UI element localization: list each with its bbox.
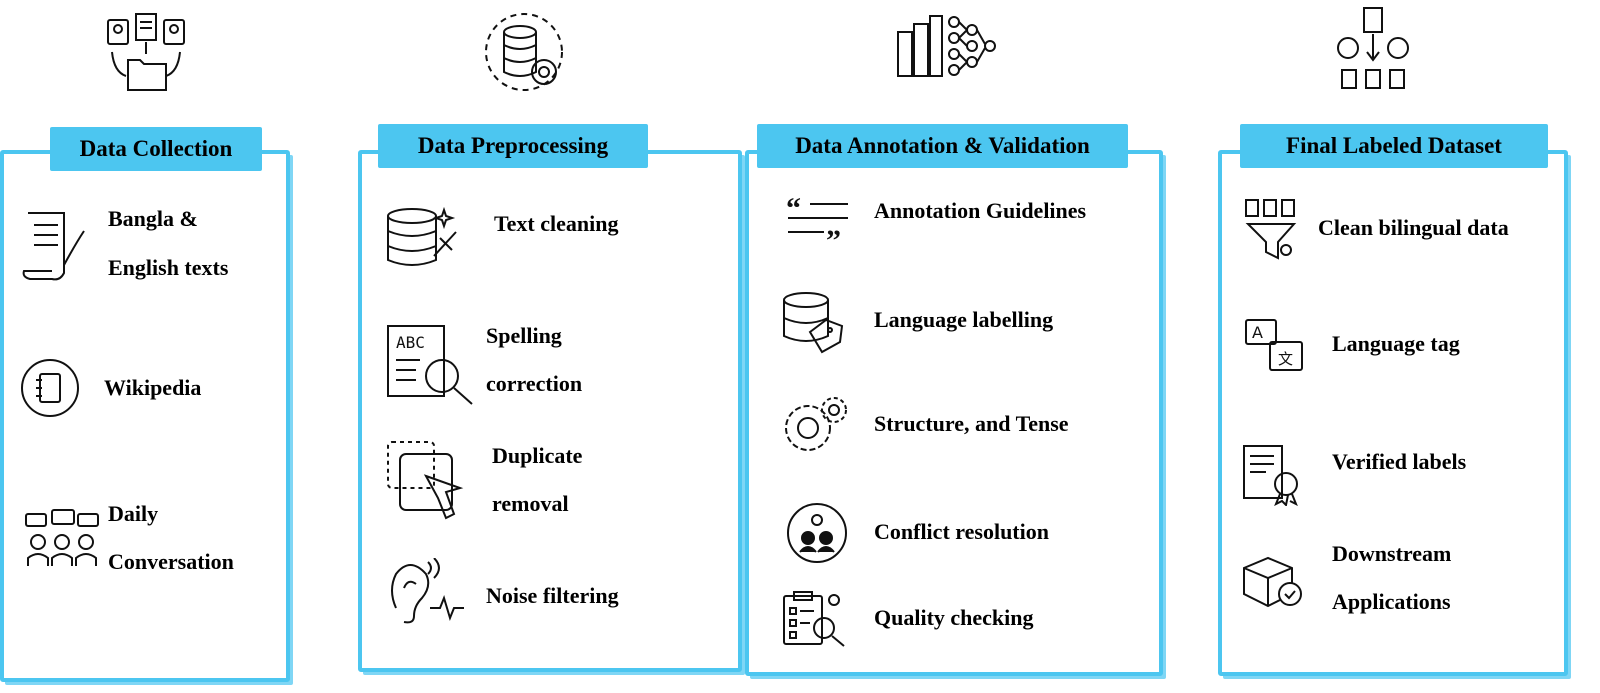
item-label: Language tag xyxy=(1332,331,1460,356)
funnel-documents-icon xyxy=(1244,198,1300,267)
item-label: Annotation Guidelines xyxy=(874,198,1087,223)
package-check-icon xyxy=(1240,554,1306,615)
people-idea-icon xyxy=(786,502,848,569)
item-label: Quality checking xyxy=(874,605,1034,630)
item-label: removal xyxy=(492,491,569,516)
item-label: English texts xyxy=(108,255,229,280)
quote-lines-icon: “” xyxy=(786,192,850,257)
duplicate-cursor-icon xyxy=(386,440,466,525)
item-label: Spelling xyxy=(486,323,562,348)
item-label: Bangla & xyxy=(108,206,198,231)
svg-text:“: “ xyxy=(786,196,801,225)
ear-sound-icon xyxy=(384,557,468,629)
svg-text:文: 文 xyxy=(1278,350,1293,368)
svg-text:”: ” xyxy=(826,224,841,242)
database-gear-icon xyxy=(480,10,576,101)
svg-text:ABC: ABC xyxy=(396,333,425,352)
item-label: Daily xyxy=(108,501,159,526)
item-label: Wikipedia xyxy=(104,375,202,400)
item-label: Downstream xyxy=(1332,541,1452,566)
item-label: Text cleaning xyxy=(494,211,619,236)
item-label: Language labelling xyxy=(874,307,1054,332)
item-label: Applications xyxy=(1332,589,1451,614)
checklist-magnifier-icon xyxy=(782,590,848,653)
user-document-folder-icon xyxy=(104,12,188,99)
database-tag-icon xyxy=(780,290,846,361)
stage-title: Data Preprocessing xyxy=(378,124,648,168)
gears-documents-icon xyxy=(1334,6,1412,97)
item-label: Verified labels xyxy=(1332,449,1467,474)
scroll-quill-icon xyxy=(20,205,86,292)
svg-text:A: A xyxy=(1252,323,1263,342)
item-label: Conflict resolution xyxy=(874,519,1049,544)
stage-title: Final Labeled Dataset xyxy=(1240,124,1548,168)
data-network-icon xyxy=(896,14,996,85)
abc-magnifier-icon: ABC xyxy=(386,324,478,413)
notebook-icon xyxy=(20,358,80,423)
certificate-icon xyxy=(1242,444,1304,511)
item-label: Clean bilingual data xyxy=(1318,215,1509,240)
group-chat-icon xyxy=(24,508,100,575)
item-label: Noise filtering xyxy=(486,583,619,608)
stage-title: Data Collection xyxy=(50,127,262,171)
item-label: correction xyxy=(486,371,583,396)
item-label: Conversation xyxy=(108,549,234,574)
stage-title: Data Annotation & Validation xyxy=(757,124,1128,168)
item-label: Structure, and Tense xyxy=(874,411,1069,436)
item-label: Duplicate xyxy=(492,443,583,468)
gears-icon xyxy=(780,392,852,461)
stage-data-annotation-validation xyxy=(745,150,1163,676)
database-clean-icon xyxy=(384,206,464,277)
